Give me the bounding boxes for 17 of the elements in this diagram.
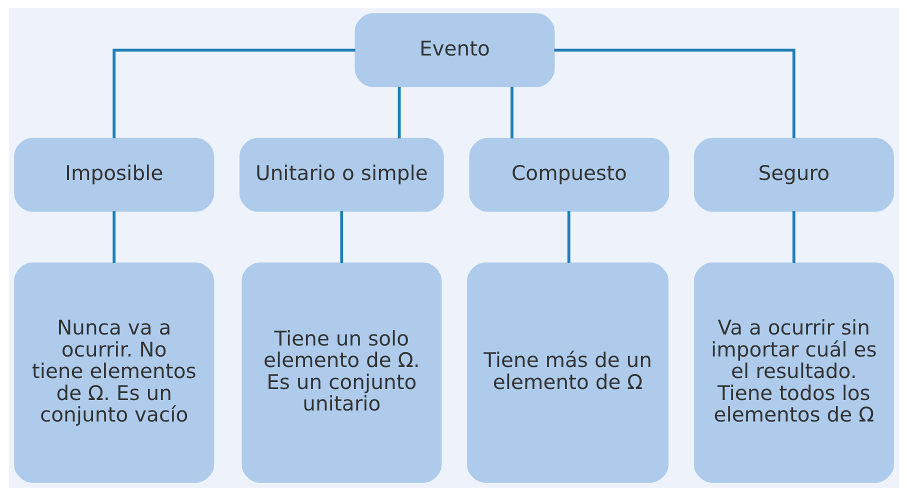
connector [566,211,570,263]
connector [792,211,795,263]
node-box: Tiene un solo elemento de Ω. Es un conjunto unitario [241,262,442,483]
node-box: Tiene más de un elemento de Ω [466,262,668,483]
node-box: Imposible [14,138,214,212]
connector [397,86,400,138]
node-box: Compuesto [468,138,669,212]
node-box: Evento [354,13,554,88]
connector [340,211,343,263]
connector [112,211,116,263]
connector [554,48,795,138]
connector [510,86,513,138]
node-box: Nunca va a ocurrir. No tiene elementos de Ω. Es un conjunto vacío [14,262,214,483]
connector [112,48,355,138]
node-box: Va a ocurrir sin importar cuál es el resultado. Tiene todos los elementos de Ω [693,262,894,483]
node-box: Unitario o simple [238,138,444,212]
node-box: Seguro [693,138,894,212]
